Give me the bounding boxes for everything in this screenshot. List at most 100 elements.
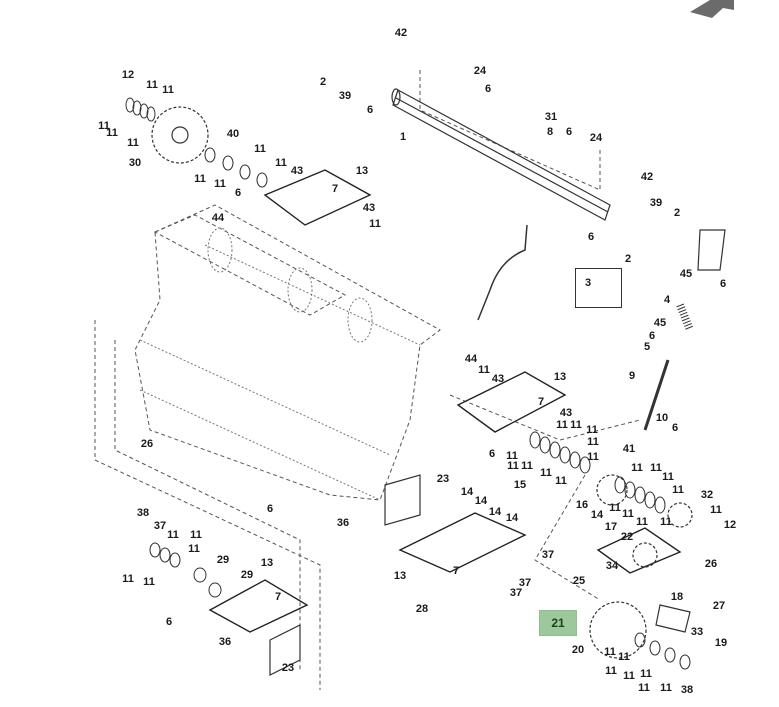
callout-part-38[interactable]: 38 <box>136 507 150 519</box>
callout-part-42[interactable]: 42 <box>640 171 654 183</box>
callout-part-12[interactable]: 12 <box>121 69 135 81</box>
callout-part-2[interactable]: 2 <box>624 253 632 265</box>
callout-part-31[interactable]: 31 <box>544 111 558 123</box>
callout-part-6[interactable]: 6 <box>484 83 492 95</box>
callout-part-8[interactable]: 8 <box>546 126 554 138</box>
callout-part-43[interactable]: 43 <box>559 407 573 419</box>
callout-part-3[interactable]: 3 <box>584 277 592 289</box>
callout-part-11[interactable]: 11 <box>640 668 652 680</box>
callout-part-11[interactable]: 11 <box>662 471 674 483</box>
callout-part-11[interactable]: 11 <box>555 475 567 487</box>
callout-part-24[interactable]: 24 <box>589 132 603 144</box>
callout-part-32[interactable]: 32 <box>700 489 714 501</box>
callout-part-22[interactable]: 22 <box>620 531 634 543</box>
callout-part-7[interactable]: 7 <box>331 183 339 195</box>
callout-part-34[interactable]: 34 <box>605 560 619 572</box>
callout-part-11[interactable]: 11 <box>194 173 206 185</box>
callout-part-29[interactable]: 29 <box>216 554 230 566</box>
callout-part-18[interactable]: 18 <box>670 591 684 603</box>
callout-part-11[interactable]: 11 <box>506 450 518 462</box>
callout-part-13[interactable]: 13 <box>260 557 274 569</box>
callout-part-11[interactable]: 11 <box>122 573 134 585</box>
callout-part-11[interactable]: 11 <box>507 460 519 472</box>
callout-part-6[interactable]: 6 <box>366 104 374 116</box>
callout-part-11[interactable]: 11 <box>636 516 648 528</box>
callout-part-33[interactable]: 33 <box>690 626 704 638</box>
callout-part-5[interactable]: 5 <box>643 341 651 353</box>
callout-part-14[interactable]: 14 <box>505 512 519 524</box>
callout-part-14[interactable]: 14 <box>460 486 474 498</box>
callout-part-40[interactable]: 40 <box>226 128 240 140</box>
callout-part-11[interactable]: 11 <box>167 529 179 541</box>
callout-part-28[interactable]: 28 <box>415 603 429 615</box>
callout-part-44[interactable]: 44 <box>464 353 478 365</box>
callout-part-2[interactable]: 2 <box>319 76 327 88</box>
callout-part-26[interactable]: 26 <box>704 558 718 570</box>
callout-part-43[interactable]: 43 <box>491 373 505 385</box>
callout-part-23[interactable]: 23 <box>436 473 450 485</box>
callout-part-6[interactable]: 6 <box>266 503 274 515</box>
callout-part-6[interactable]: 6 <box>587 231 595 243</box>
callout-part-11[interactable]: 11 <box>638 682 650 694</box>
callout-part-6[interactable]: 6 <box>648 330 656 342</box>
callout-part-14[interactable]: 14 <box>590 509 604 521</box>
arrow-up-left-icon[interactable] <box>690 0 740 22</box>
callout-part-26[interactable]: 26 <box>140 438 154 450</box>
callout-part-14[interactable]: 14 <box>474 495 488 507</box>
callout-part-11[interactable]: 11 <box>618 651 630 663</box>
callout-part-41[interactable]: 41 <box>622 443 636 455</box>
callout-part-45[interactable]: 45 <box>679 268 693 280</box>
callout-part-11[interactable]: 11 <box>623 670 635 682</box>
callout-part-38[interactable]: 38 <box>680 684 694 696</box>
callout-part-17[interactable]: 17 <box>604 521 618 533</box>
callout-part-39[interactable]: 39 <box>649 197 663 209</box>
callout-part-44[interactable]: 44 <box>211 212 225 224</box>
callout-part-6[interactable]: 6 <box>719 278 727 290</box>
callout-part-9[interactable]: 9 <box>628 370 636 382</box>
callout-part-6[interactable]: 6 <box>165 616 173 628</box>
callout-part-6[interactable]: 6 <box>565 126 573 138</box>
callout-part-4[interactable]: 4 <box>663 294 671 306</box>
callout-part-11[interactable]: 11 <box>540 467 552 479</box>
callout-part-6[interactable]: 6 <box>234 187 242 199</box>
callout-part-11[interactable]: 11 <box>143 576 155 588</box>
callout-part-16[interactable]: 16 <box>575 499 589 511</box>
callout-part-11[interactable]: 11 <box>556 419 568 431</box>
callout-part-11[interactable]: 11 <box>190 529 202 541</box>
callout-part-37[interactable]: 37 <box>518 577 532 589</box>
callout-part-11[interactable]: 11 <box>710 504 722 516</box>
callout-part-43[interactable]: 43 <box>290 165 304 177</box>
callout-part-37[interactable]: 37 <box>153 520 167 532</box>
callout-part-15[interactable]: 15 <box>513 479 527 491</box>
callout-part-11[interactable]: 11 <box>672 484 684 496</box>
callout-part-11[interactable]: 11 <box>631 462 643 474</box>
callout-part-36[interactable]: 36 <box>336 517 350 529</box>
callout-part-1[interactable]: 1 <box>399 131 407 143</box>
callout-part-11[interactable]: 11 <box>587 451 599 463</box>
callout-part-37[interactable]: 37 <box>509 587 523 599</box>
callout-part-13[interactable]: 13 <box>393 570 407 582</box>
callout-part-14[interactable]: 14 <box>488 506 502 518</box>
callout-part-11[interactable]: 11 <box>146 79 158 91</box>
callout-part-37[interactable]: 37 <box>541 549 555 561</box>
callout-part-6[interactable]: 6 <box>488 448 496 460</box>
callout-part-23[interactable]: 23 <box>281 662 295 674</box>
callout-part-11[interactable]: 11 <box>275 157 287 169</box>
callout-part-7[interactable]: 7 <box>452 565 460 577</box>
callout-part-11[interactable]: 11 <box>106 127 118 139</box>
callout-part-30[interactable]: 30 <box>128 157 142 169</box>
callout-part-29[interactable]: 29 <box>240 569 254 581</box>
callout-part-11[interactable]: 11 <box>369 218 381 230</box>
callout-part-12[interactable]: 12 <box>723 519 737 531</box>
callout-part-11[interactable]: 11 <box>214 178 226 190</box>
callout-part-10[interactable]: 10 <box>655 412 669 424</box>
callout-part-7[interactable]: 7 <box>537 396 545 408</box>
callout-part-43[interactable]: 43 <box>362 202 376 214</box>
callout-part-42[interactable]: 42 <box>394 27 408 39</box>
callout-part-2[interactable]: 2 <box>673 207 681 219</box>
callout-part-11[interactable]: 11 <box>521 460 533 472</box>
callout-part-11[interactable]: 11 <box>650 462 662 474</box>
callout-part-6[interactable]: 6 <box>671 422 679 434</box>
callout-part-21-highlighted[interactable]: 21 <box>539 610 577 636</box>
callout-part-11[interactable]: 11 <box>609 502 621 514</box>
